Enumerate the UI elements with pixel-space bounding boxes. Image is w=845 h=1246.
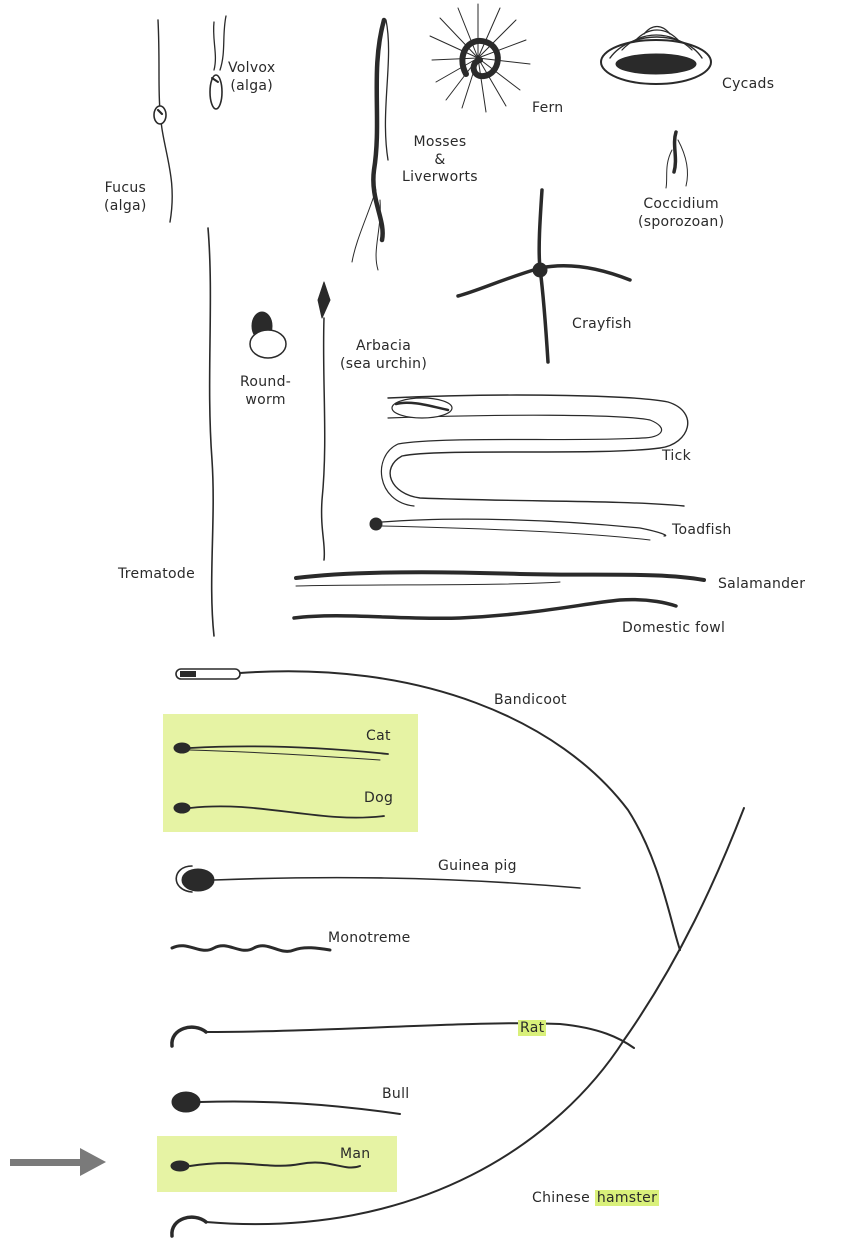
- label-cycads: Cycads: [722, 76, 774, 94]
- label-fucus-group: (alga): [104, 198, 147, 216]
- dog-sperm: [174, 803, 384, 818]
- label-domestic-fowl: Domestic fowl: [622, 620, 725, 638]
- coccidium-sperm: [666, 132, 688, 188]
- label-mosses-name: Mosses: [402, 134, 478, 152]
- man-sperm: [171, 1161, 360, 1171]
- label-arbacia-group: (sea urchin): [340, 356, 427, 374]
- label-fern: Fern: [532, 100, 563, 118]
- monotreme-sperm: [172, 946, 330, 952]
- cycads-sperm: [601, 27, 711, 85]
- roundworm-sperm: [250, 312, 286, 358]
- bandicoot-sperm: [176, 669, 680, 950]
- salamander-sperm: [296, 572, 704, 586]
- label-roundworm: Round- worm: [240, 374, 291, 409]
- bull-sperm: [172, 1092, 400, 1114]
- trematode-sperm: [208, 228, 214, 636]
- label-volvox-group: (alga): [228, 78, 275, 96]
- label-monotreme: Monotreme: [328, 930, 411, 948]
- tick-sperm: [381, 395, 687, 506]
- moss-sperm: [352, 20, 389, 270]
- label-tick: Tick: [662, 448, 691, 466]
- arbacia-sperm: [318, 282, 330, 560]
- label-rat-text: Rat: [518, 1020, 546, 1036]
- label-volvox-name: Volvox: [228, 60, 275, 78]
- cat-sperm: [174, 743, 388, 760]
- volvox-sperm: [210, 16, 226, 109]
- fern-sperm: [430, 4, 530, 112]
- label-coccidium: Coccidium (sporozoan): [638, 196, 724, 231]
- label-fucus-name: Fucus: [104, 180, 147, 198]
- label-trematode: Trematode: [118, 566, 195, 584]
- label-cat: Cat: [366, 728, 391, 746]
- rat-sperm: [172, 1023, 634, 1048]
- label-liverworts-name: Liverworts: [402, 169, 478, 187]
- right-arrow-icon: [10, 1148, 106, 1176]
- label-crayfish: Crayfish: [572, 316, 632, 334]
- domestic-fowl-sperm: [294, 600, 676, 619]
- label-fucus: Fucus (alga): [104, 180, 147, 215]
- label-mosses: Mosses & Liverworts: [402, 134, 478, 187]
- label-dog: Dog: [364, 790, 393, 808]
- label-man: Man: [340, 1146, 370, 1164]
- label-bull: Bull: [382, 1086, 409, 1104]
- fucus-sperm: [154, 20, 172, 222]
- label-bandicoot: Bandicoot: [494, 692, 567, 710]
- guinea-pig-sperm: [176, 866, 580, 892]
- label-roundworm-line2: worm: [240, 392, 291, 410]
- label-chinese-hamster: Chinese hamster: [532, 1190, 659, 1208]
- label-volvox: Volvox (alga): [228, 60, 275, 95]
- label-coccidium-group: (sporozoan): [638, 214, 724, 232]
- label-coccidium-name: Coccidium: [638, 196, 724, 214]
- label-toadfish: Toadfish: [672, 522, 732, 540]
- toadfish-sperm: [370, 518, 666, 540]
- label-salamander: Salamander: [718, 576, 805, 594]
- label-mosses-ampersand: &: [402, 152, 478, 170]
- label-rat: Rat: [518, 1020, 546, 1038]
- label-hamster-text: hamster: [595, 1190, 659, 1206]
- label-arbacia: Arbacia (sea urchin): [340, 338, 427, 373]
- label-arbacia-name: Arbacia: [340, 338, 427, 356]
- label-guinea-pig: Guinea pig: [438, 858, 517, 876]
- crayfish-sperm: [458, 190, 630, 362]
- label-chinese-text: Chinese: [532, 1190, 590, 1206]
- label-roundworm-line1: Round-: [240, 374, 291, 392]
